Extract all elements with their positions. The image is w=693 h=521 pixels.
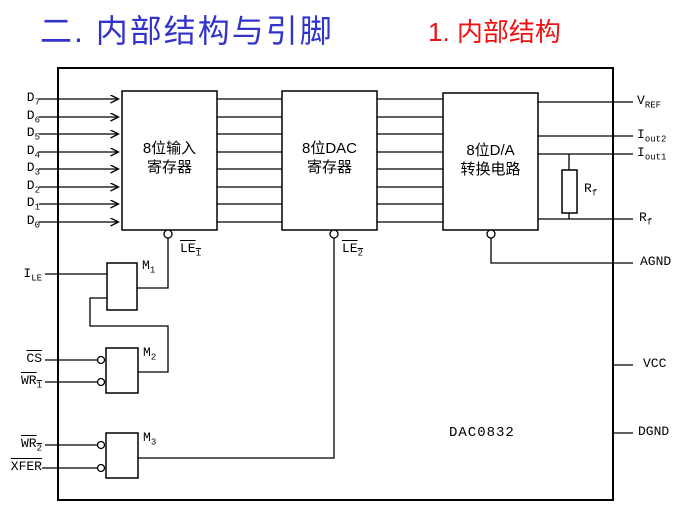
section-subtitle: 1. 内部结构 xyxy=(428,17,561,47)
pin-label-d7: D7 xyxy=(26,90,40,108)
pin-label-d1: D1 xyxy=(26,195,40,213)
right-pin-lines xyxy=(538,101,633,434)
input-register-line2: 寄存器 xyxy=(146,159,192,176)
dac-register-box xyxy=(281,90,378,231)
signal-label-le1: LE1 xyxy=(180,241,202,259)
bus-reg2-converter xyxy=(377,98,443,223)
bubble-wr1 xyxy=(96,377,106,387)
pin-label-d5: D5 xyxy=(26,125,40,143)
pin-label-rf: Rf xyxy=(639,210,653,228)
wire-m2-to-m1 xyxy=(89,297,169,373)
pin-label-d4: D4 xyxy=(26,143,40,161)
bubble-le1 xyxy=(163,229,173,239)
dac-register-line2: 寄存器 xyxy=(306,159,352,176)
bubble-wr2 xyxy=(96,440,106,450)
chip-name: DAC0832 xyxy=(449,425,515,441)
input-register-box xyxy=(121,90,218,231)
chip-outline xyxy=(57,67,614,501)
pin-label-agnd: AGND xyxy=(640,254,672,269)
data-input-lines xyxy=(39,99,118,222)
signal-label-le2: LE2 xyxy=(342,241,364,259)
input-register-label: 8位输入 寄存器 xyxy=(122,139,217,177)
gate-label-m3: M3 xyxy=(143,430,157,448)
wire-m3-to-le2 xyxy=(138,238,335,459)
resistor-rf xyxy=(561,169,578,214)
gate-m1-box xyxy=(106,262,138,311)
bubble-cs xyxy=(96,355,106,365)
da-converter-label: 8位D/A 转换电路 xyxy=(443,141,538,179)
pin-label-wr1: WR1 xyxy=(20,373,42,391)
wire-agnd xyxy=(490,238,633,264)
pin-label-wr2: WR2 xyxy=(20,436,42,454)
wire-m1-to-le1 xyxy=(137,238,169,289)
control-input-lines xyxy=(42,273,107,469)
pin-label-d3: D3 xyxy=(26,160,40,178)
bubble-agnd xyxy=(486,229,496,239)
pin-label-iout2: Iout2 xyxy=(637,127,667,145)
pin-label-d2: D2 xyxy=(26,178,40,196)
bubble-le2 xyxy=(329,229,339,239)
da-converter-line1: 8位D/A xyxy=(466,142,515,159)
dac-register-line1: 8位DAC xyxy=(301,140,357,157)
pin-label-dgnd: DGND xyxy=(638,424,670,439)
pin-label-vref: VREF xyxy=(637,93,662,111)
pin-label-d6: D6 xyxy=(26,108,40,126)
gate-m2-box xyxy=(105,347,139,394)
pin-label-cs: CS xyxy=(26,351,42,366)
gate-label-m2: M2 xyxy=(143,345,157,363)
pin-label-d0: D0 xyxy=(26,213,40,231)
dac-register-label: 8位DAC 寄存器 xyxy=(282,139,377,177)
da-converter-line2: 转换电路 xyxy=(460,161,521,178)
pin-label-ile: ILE xyxy=(23,266,42,284)
resistor-label-rf: Rf xyxy=(584,181,598,199)
bus-reg1-reg2 xyxy=(217,98,282,223)
gate-label-m1: M1 xyxy=(142,258,156,276)
gate-m3-box xyxy=(105,432,139,479)
bubble-xfer xyxy=(96,463,106,473)
pin-label-vcc: VCC xyxy=(643,356,667,371)
pin-label-iout1: Iout1 xyxy=(637,145,667,163)
pin-label-xfer: XFER xyxy=(10,459,42,474)
page-title: 二. 内部结构与引脚 xyxy=(40,13,334,49)
input-register-line1: 8位输入 xyxy=(142,140,197,157)
